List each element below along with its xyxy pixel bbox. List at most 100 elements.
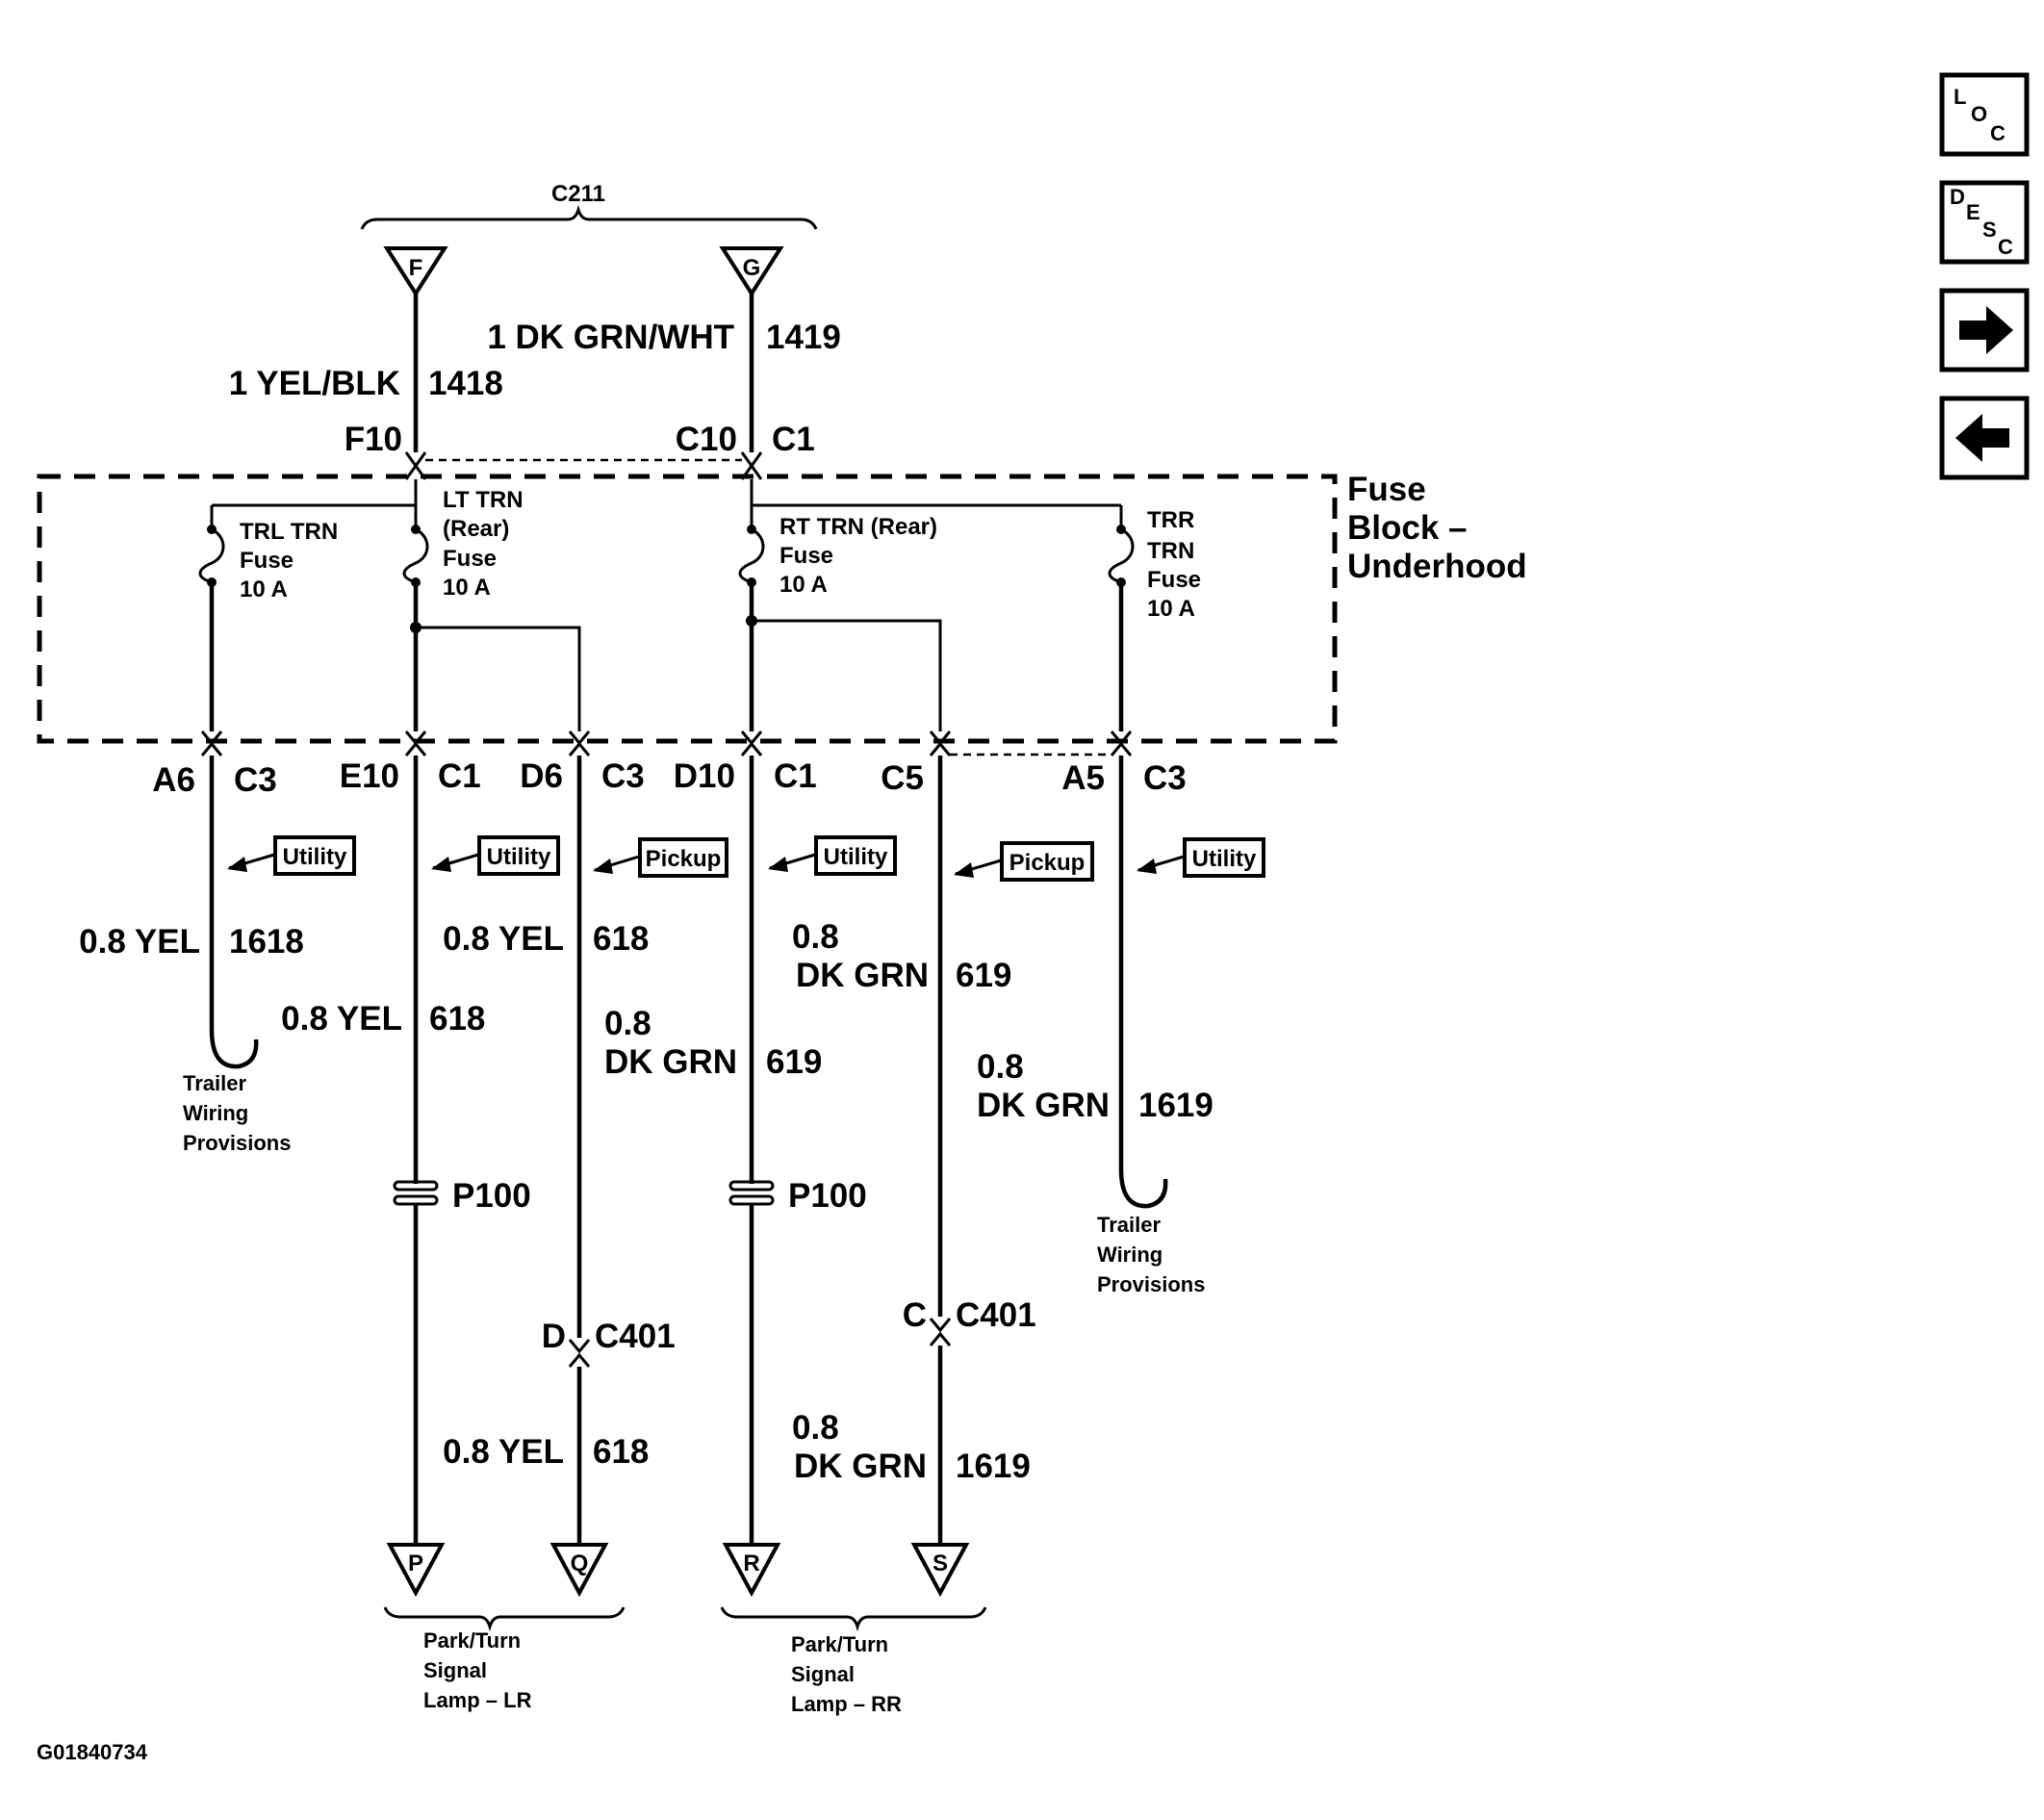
wire-1418-circuit: 1418 [428, 365, 503, 402]
svg-text:Utility: Utility [1192, 846, 1257, 872]
wire-1619-color: DK GRN [977, 1087, 1110, 1124]
option-utility-1: Utility [227, 835, 356, 876]
wire-s-circuit: 1619 [956, 1448, 1031, 1485]
svg-text:Wiring: Wiring [1097, 1243, 1163, 1267]
svg-text:Fuse: Fuse [1147, 567, 1201, 593]
wire-1619-circuit: 1619 [1138, 1087, 1214, 1124]
c10-label: C10 [676, 421, 737, 458]
connector-f-triangle: F [383, 246, 448, 297]
bottom-chevrons [200, 731, 1133, 756]
svg-text:Pickup: Pickup [646, 846, 722, 872]
d6-label: D6 [520, 757, 563, 795]
svg-text:Wiring: Wiring [183, 1101, 248, 1125]
c211-bracket: C211 [360, 181, 818, 230]
svg-text:Pickup: Pickup [1009, 850, 1086, 876]
svg-text:R: R [743, 1551, 759, 1576]
svg-text:(Rear): (Rear) [443, 516, 509, 542]
svg-text:D: D [1950, 185, 1965, 209]
wire-q-spec: 0.8 YEL [443, 1433, 564, 1471]
svg-text:C401: C401 [595, 1318, 676, 1355]
svg-text:10 A: 10 A [240, 577, 288, 602]
svg-text:C: C [1990, 121, 2006, 145]
fuse-trr-trn [1108, 525, 1135, 731]
next-button[interactable] [1939, 288, 2030, 372]
svg-text:P100: P100 [452, 1177, 531, 1215]
svg-text:C401: C401 [956, 1296, 1036, 1334]
svg-text:Fuse: Fuse [443, 546, 497, 572]
svg-text:L: L [1954, 85, 1966, 109]
terminal-r: R [722, 1543, 781, 1598]
svg-text:Lamp – LR: Lamp – LR [423, 1688, 532, 1712]
svg-text:RT TRN (Rear): RT TRN (Rear) [779, 514, 937, 540]
wire-q-circuit: 618 [593, 1433, 649, 1471]
fuse-label-lt: LT TRN (Rear) Fuse 10 A [443, 487, 524, 601]
c401-right: C C401 [903, 1296, 1036, 1346]
fuse-block-outline [37, 474, 1338, 744]
svg-text:Q: Q [571, 1551, 589, 1576]
wire-1619-gauge: 0.8 [977, 1048, 1024, 1086]
wire-a6-spec: 0.8 YEL [79, 923, 200, 961]
wire-1418-spec: 1 YEL/BLK [229, 365, 400, 402]
terminal-p: P [386, 1543, 446, 1598]
svg-text:S: S [933, 1551, 948, 1576]
svg-text:D: D [542, 1318, 566, 1355]
svg-text:LT TRN: LT TRN [443, 487, 524, 513]
wire-e10b-spec: 0.8 YEL [281, 1000, 402, 1038]
splice-p100-left: P100 [393, 1177, 531, 1215]
svg-text:10 A: 10 A [1147, 596, 1195, 622]
pin-g-label: G [743, 255, 761, 281]
c1-top-label: C1 [772, 421, 815, 458]
c211-label: C211 [551, 181, 605, 207]
e10-label: E10 [340, 757, 399, 795]
c5-label: C5 [881, 759, 924, 797]
fuse-block-title-1: Fuse [1347, 471, 1426, 508]
svg-text:Utility: Utility [487, 844, 551, 870]
wire-1419-circuit: 1419 [766, 319, 841, 356]
svg-text:Park/Turn: Park/Turn [791, 1632, 888, 1656]
wire-1419-spec: 1 DK GRN/WHT [487, 319, 734, 356]
svg-text:10 A: 10 A [779, 572, 828, 598]
terminal-s: S [910, 1543, 970, 1598]
d10-label: D10 [674, 757, 735, 795]
trailer-caption-left: Trailer Wiring Provisions [183, 1071, 291, 1155]
option-utility-3: Utility [768, 835, 897, 876]
wire-619-right-color: DK GRN [796, 957, 929, 994]
prev-button[interactable] [1939, 396, 2030, 480]
svg-text:C: C [903, 1296, 927, 1334]
wire-619-left-circuit: 619 [766, 1043, 822, 1081]
d10-c1-label: C1 [774, 757, 817, 795]
lamp-rr-bracket: Park/Turn Signal Lamp – RR [720, 1606, 987, 1716]
fuse-trl-trn [198, 525, 225, 731]
wire-a6-1618 [209, 756, 259, 1069]
wire-619-right-gauge: 0.8 [792, 918, 839, 956]
arrow-right-icon [1959, 306, 2013, 354]
wire-a5-1619 [1118, 756, 1168, 1209]
wire-619-left-color: DK GRN [604, 1043, 737, 1081]
svg-text:TRN: TRN [1147, 538, 1194, 564]
svg-text:Provisions: Provisions [183, 1131, 291, 1155]
svg-text:Fuse: Fuse [779, 543, 833, 569]
c401-left: D C401 [542, 1318, 676, 1368]
e10-c1-label: C1 [438, 757, 481, 795]
option-utility-2: Utility [431, 835, 560, 876]
svg-text:Signal: Signal [791, 1662, 855, 1686]
trailer-caption-right: Trailer Wiring Provisions [1097, 1213, 1205, 1296]
lamp-lr-bracket: Park/Turn Signal Lamp – LR [383, 1606, 626, 1712]
svg-text:Utility: Utility [824, 844, 888, 870]
svg-text:P: P [408, 1551, 423, 1576]
svg-text:Signal: Signal [423, 1658, 487, 1682]
a5-label: A5 [1061, 759, 1105, 797]
fuse-block-title-3: Underhood [1347, 548, 1527, 585]
fuse-label-rt: RT TRN (Rear) Fuse 10 A [779, 514, 937, 598]
loc-button[interactable]: L O C [1939, 72, 2030, 157]
a5-c3-label: C3 [1143, 759, 1187, 797]
svg-text:C: C [1998, 235, 2013, 259]
svg-text:E: E [1966, 200, 1980, 224]
wire-s-gauge: 0.8 [792, 1409, 839, 1447]
svg-text:Trailer: Trailer [1097, 1213, 1161, 1237]
wire-619-left-gauge: 0.8 [604, 1005, 652, 1042]
desc-button[interactable]: D E S C [1939, 180, 2030, 265]
svg-text:O: O [1971, 102, 1987, 126]
fuse-label-trr: TRR TRN Fuse 10 A [1147, 507, 1201, 622]
